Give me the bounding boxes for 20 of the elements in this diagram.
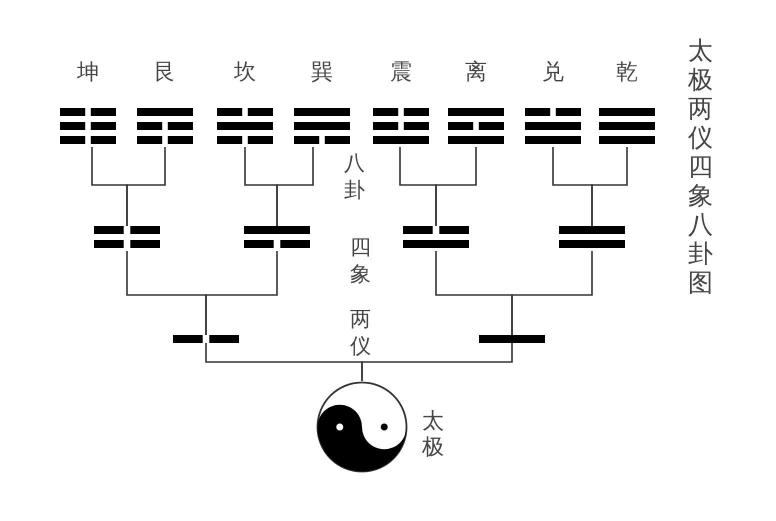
- connector-line: [591, 147, 628, 226]
- stage-label: 八卦: [344, 150, 365, 204]
- trigram-name: 艮: [153, 60, 177, 86]
- connector-line: [361, 343, 513, 381]
- trigram-name: 兑: [541, 60, 565, 86]
- connector-line: [435, 147, 477, 226]
- trigram-name: 巽: [310, 60, 334, 86]
- trigram-name: 离: [464, 60, 488, 86]
- stage-label: 太极: [422, 409, 444, 462]
- connector-line: [205, 251, 278, 335]
- stage-label: 两仪: [350, 306, 371, 360]
- title: 太极两仪四象八卦图: [688, 36, 713, 297]
- trigram-name: 震: [389, 60, 413, 86]
- connector-line: [276, 147, 314, 226]
- connector-line: [126, 147, 166, 226]
- trigram-name: 坤: [76, 60, 100, 86]
- connector-line: [511, 251, 593, 335]
- trigram-name: 坎: [233, 60, 257, 86]
- stage-label: 四象: [350, 234, 371, 288]
- trigram-name: 乾: [615, 60, 639, 86]
